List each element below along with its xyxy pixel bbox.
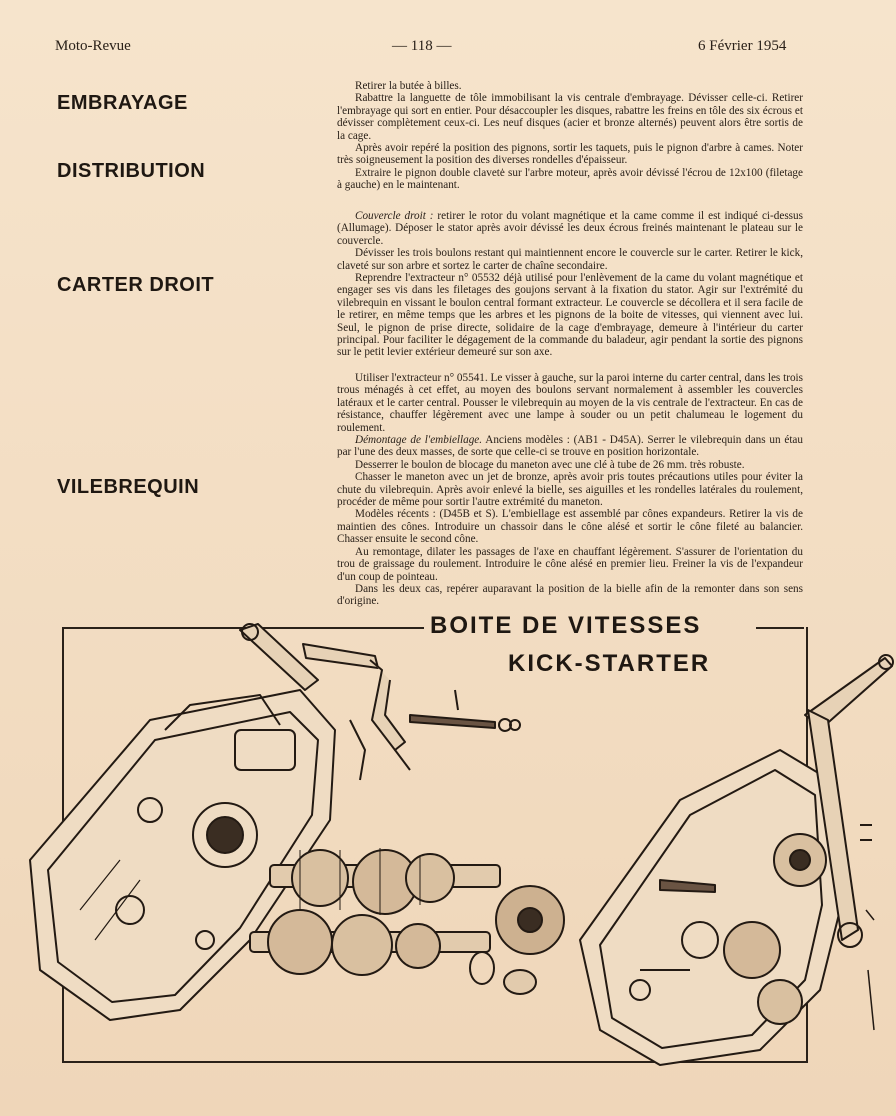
exploded-view-drawing [29, 623, 894, 1066]
illustration-title-gearbox: BOITE DE VITESSES [430, 612, 702, 639]
carter-paragraph: Reprendre l'extracteur n° 05532 déjà uti… [337, 272, 803, 359]
embrayage-paragraph: Retirer la butée à billes. [355, 80, 462, 92]
header-date: 6 Février 1954 [698, 38, 787, 54]
left-casing-drawing [29, 689, 336, 1021]
carter-droit-text: Couvercle droit : retirer le rotor du vo… [337, 210, 803, 359]
gear-shafts-drawing [249, 848, 565, 995]
header-publication: Moto-Revue [55, 38, 131, 54]
distribution-paragraph: Extraire le pignon double clavetė sur l'… [337, 166, 803, 192]
right-cover-drawing [579, 749, 841, 1066]
section-title-carter-droit: CARTER DROIT [57, 274, 215, 296]
shift-fork-drawing [239, 623, 521, 781]
kick-starter-lever-drawing [804, 654, 894, 1031]
distribution-paragraph: Après avoir repéré la position des pigno… [337, 142, 803, 167]
vilebrequin-paragraph: Démontage de l'embiellage. Anciens modèl… [337, 434, 803, 459]
vilebrequin-subheading-text: Anciens modèles : (AB1 - D45A). Serrer l… [337, 434, 803, 459]
carter-intro-text: retirer le rotor du volant magnétique et… [337, 210, 803, 247]
section-title-embrayage: EMBRAYAGE [57, 92, 188, 114]
vilebrequin-text: Utiliser l'extracteur n° 05541. Le visse… [337, 372, 803, 608]
gearbox-illustration: BOITE DE VITESSES KICK-STARTER [0, 610, 896, 1116]
illustration-title-kick-starter: KICK-STARTER [508, 650, 711, 677]
vilebrequin-paragraph: Dans les deux cas, repérer auparavant la… [337, 582, 803, 608]
distribution-text: Après avoir repéré la position des pigno… [337, 142, 803, 192]
vilebrequin-paragraph: Modèles récents : (D45B et S). L'embiell… [337, 508, 803, 546]
carter-paragraph: Dévisser les trois boulons restant qui m… [337, 247, 803, 272]
embrayage-paragraph: Rabattre la languette de tôle immobilisa… [337, 92, 803, 142]
frame-top-right-rule [756, 627, 804, 629]
vilebrequin-subheading: Démontage de l'embiellage. [355, 434, 483, 447]
carter-intro: Couvercle droit : [355, 210, 434, 222]
vilebrequin-paragraph: Au remontage, dilater les passages de l'… [337, 545, 803, 583]
section-title-vilebrequin: VILEBREQUIN [57, 476, 200, 498]
vilebrequin-paragraph: Desserrer le boulon de blocage du maneto… [355, 458, 745, 471]
carter-paragraph: Couvercle droit : retirer le rotor du vo… [337, 210, 803, 247]
vilebrequin-paragraph: Utiliser l'extracteur n° 05541. Le visse… [337, 372, 803, 434]
header-page-number: — 118 — [392, 38, 452, 54]
embrayage-text: Retirer la butée à billes. Rabattre la l… [337, 80, 803, 142]
vilebrequin-paragraph: Chasser le maneton avec un jet de bronze… [337, 471, 803, 509]
section-title-distribution: DISTRIBUTION [57, 160, 206, 182]
